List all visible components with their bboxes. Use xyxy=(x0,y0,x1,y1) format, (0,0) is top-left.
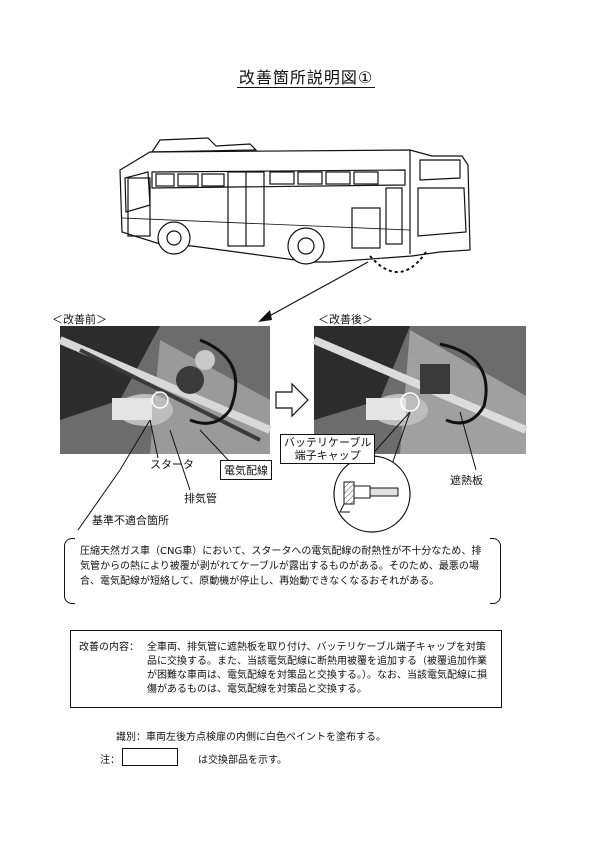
after-label: ＜改善後＞ xyxy=(318,313,373,326)
legend-swatch xyxy=(122,748,178,766)
note-label: 注： xyxy=(100,755,120,766)
before-photo xyxy=(58,326,272,454)
identification-label: 識別 xyxy=(116,732,136,743)
battery-cap-label-line1: バッテリケーブル xyxy=(284,436,372,449)
defect-description: 圧縮天然ガス車（CNG車）において、スタータへの電気配線の耐熱性が不十分なため、… xyxy=(68,538,500,600)
battery-cap-label: バッテリケーブル 端子キャップ xyxy=(280,434,376,464)
improvement-label: 改善の内容： xyxy=(79,642,139,653)
after-photo xyxy=(312,326,528,454)
battery-cap-detail xyxy=(333,411,411,533)
defect-description-text: 圧縮天然ガス車（CNG車）において、スタータへの電気配線の耐熱性が不十分なため、… xyxy=(80,546,482,587)
transition-arrow-icon xyxy=(275,382,309,418)
starter-label: スタータ xyxy=(150,458,194,471)
identification-text: ：車両左後方点検扉の内側に白色ペイントを塗布する。 xyxy=(136,732,386,743)
battery-cap-label-line2: 端子キャップ xyxy=(294,449,361,462)
bus-illustration xyxy=(119,137,471,265)
heat-shield-leader xyxy=(459,411,477,471)
improvement-text: 全車両、排気管に遮熱板を取り付け、バッテリケーブル端子キャップを対策品に交換する… xyxy=(147,642,487,695)
page-title-text: 改善箇所説明図① xyxy=(236,68,376,88)
exhaust-pipe-label: 排気管 xyxy=(184,492,217,505)
page-title: 改善箇所説明図① xyxy=(0,64,612,88)
description-bracket-left xyxy=(64,538,75,604)
before-label: ＜改善前＞ xyxy=(52,313,107,326)
identification-line: 識別：車両左後方点検扉の内側に白色ペイントを塗布する。 xyxy=(116,728,386,743)
pointer-arrow xyxy=(258,261,369,322)
improvement-box: 改善の内容： 全車両、排気管に遮熱板を取り付け、バッテリケーブル端子キャップを対… xyxy=(70,630,502,708)
electrical-wiring-label: 電気配線 xyxy=(220,460,272,480)
before-leader-lines xyxy=(77,419,231,531)
note-text: は交換部品を示す。 xyxy=(198,755,287,766)
heat-shield-label: 遮熱板 xyxy=(450,474,483,487)
highlight-outline xyxy=(369,251,427,273)
description-bracket-right xyxy=(490,538,501,604)
nonconforming-label: 基準不適合箇所 xyxy=(92,514,169,527)
